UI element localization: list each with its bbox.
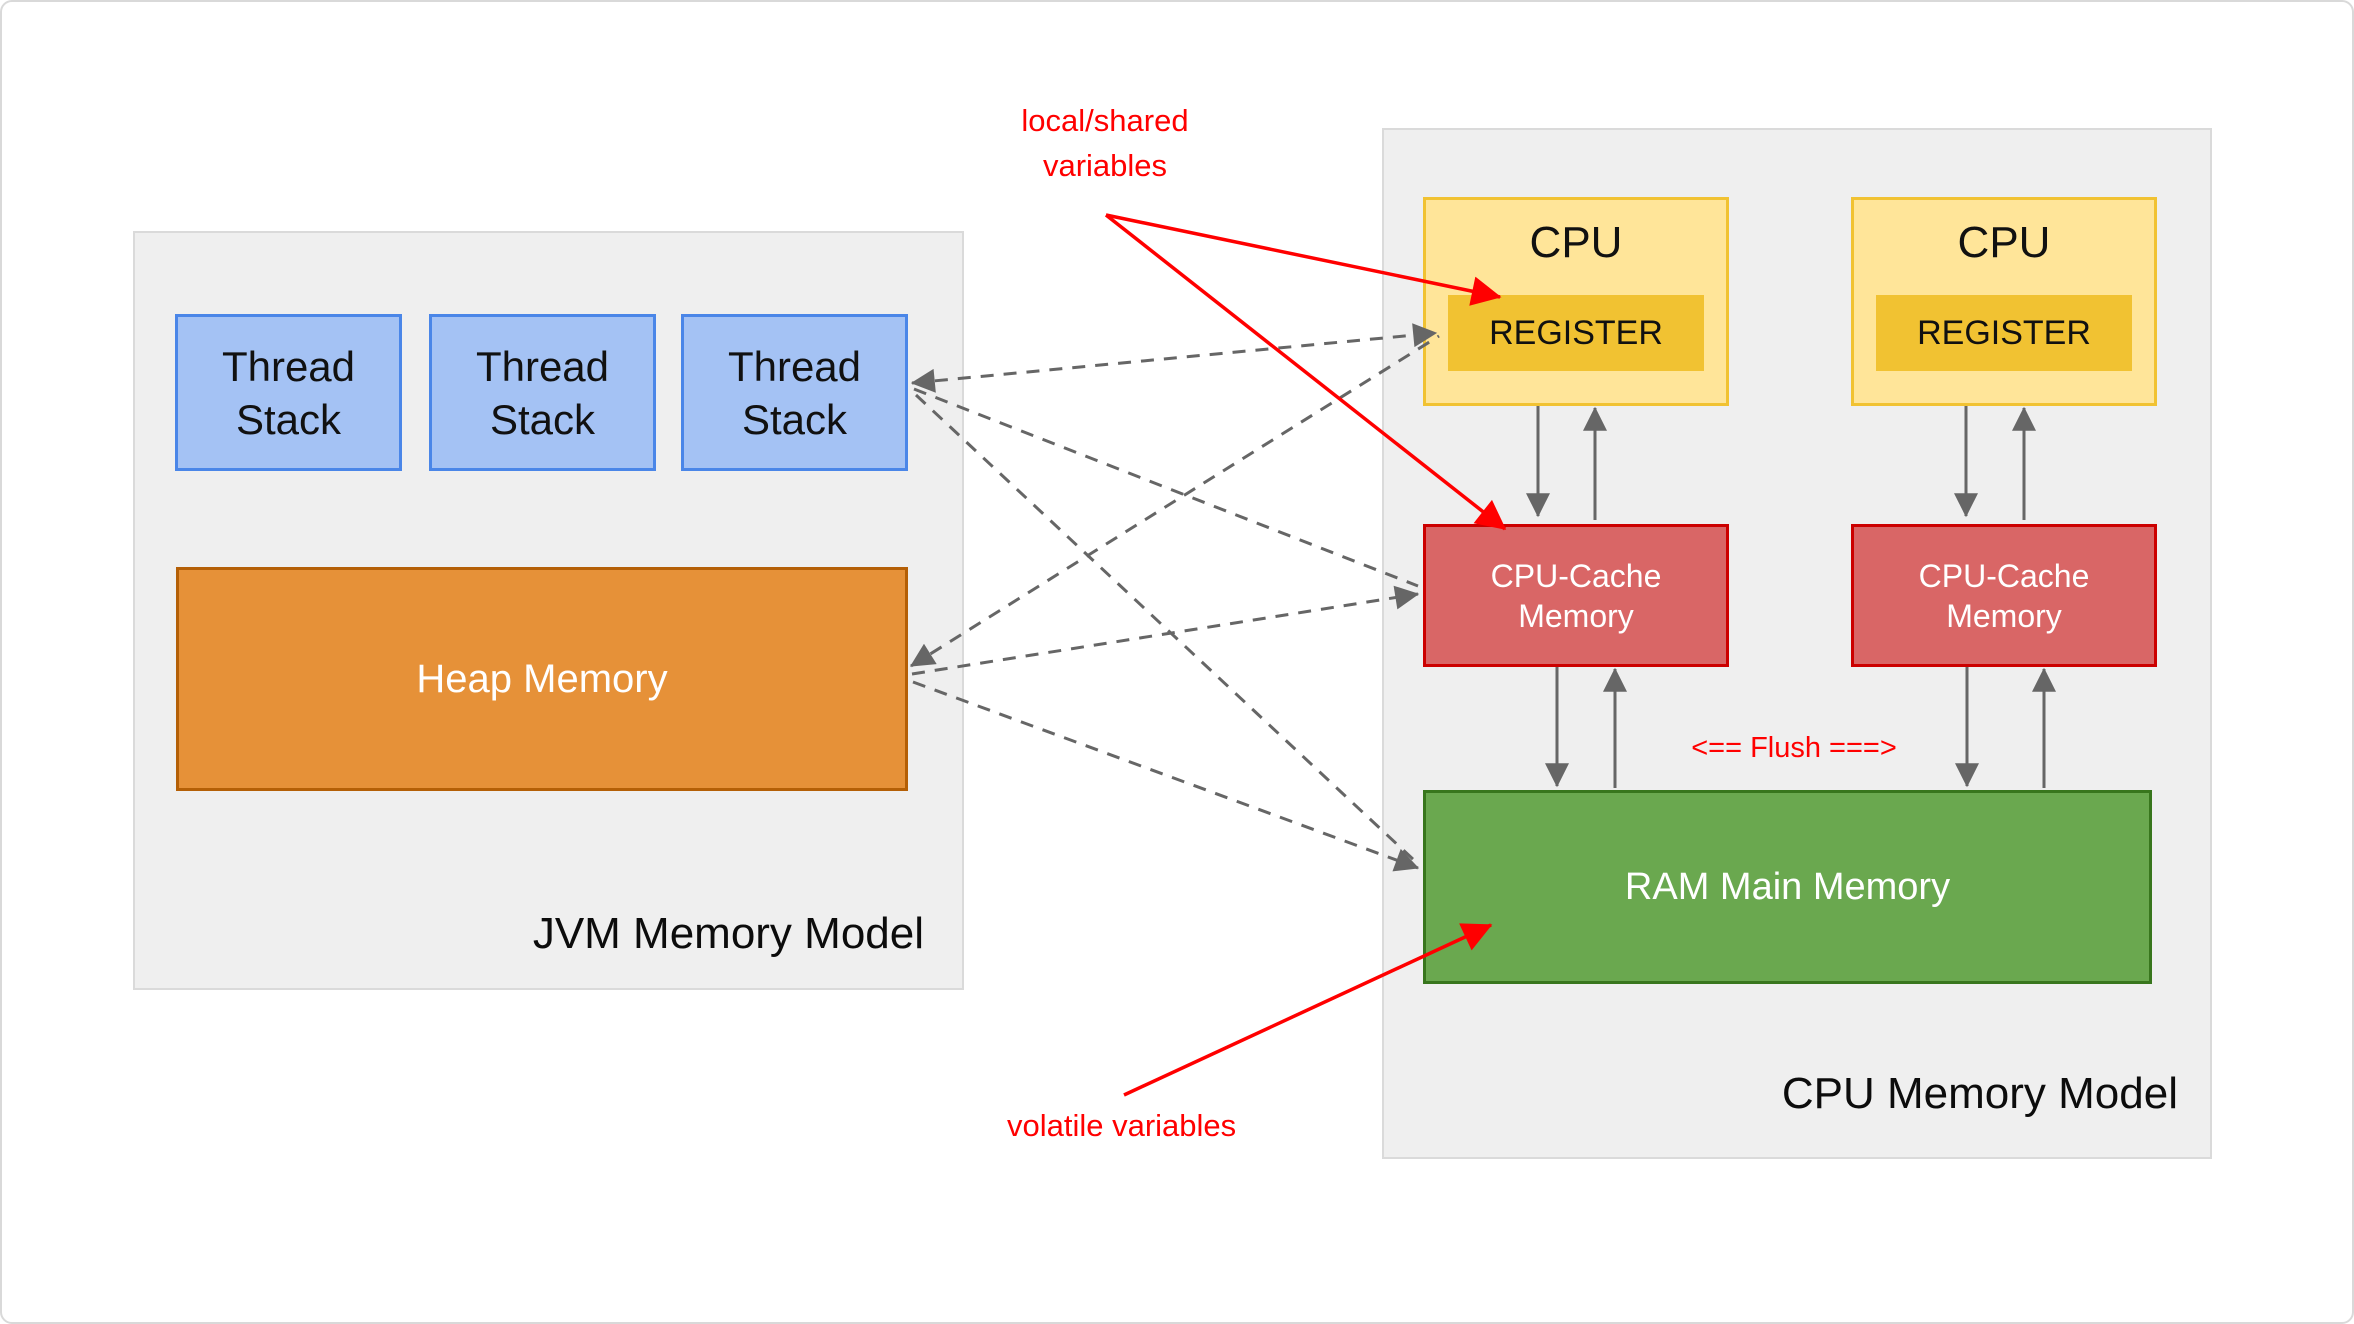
cpu-label: CPU (1957, 218, 2051, 267)
volatile-variables-annotation: volatile variables (1007, 1108, 1237, 1143)
thread-stack-label: Thread Stack (475, 342, 610, 443)
local-shared-variables-annotation: local/shared variables (1021, 103, 1189, 183)
cpu-cache-memory-box-2: CPU-Cache Memory (1851, 524, 2157, 667)
register-label: REGISTER (1489, 313, 1663, 352)
cpu-memory-model-container: CPU REGISTER CPU REGISTER CPU-Cache Memo… (1382, 128, 2212, 1159)
cpu-cache-memory-box-1: CPU-Cache Memory (1423, 524, 1729, 667)
thread-stack-box-2: Thread Stack (429, 314, 656, 471)
register-box-1: REGISTER (1448, 295, 1704, 371)
ram-label: RAM Main Memory (1624, 865, 1951, 908)
cpu-box-2: CPU REGISTER (1851, 197, 2157, 406)
jvm-memory-model-container: Thread Stack Thread Stack Thread Stack H… (133, 231, 964, 990)
thread-stack-label: Thread Stack (221, 342, 356, 443)
heap-memory-label: Heap Memory (416, 656, 668, 701)
thread-stack-label: Thread Stack (727, 342, 862, 443)
jvm-model-title: JVM Memory Model (532, 909, 924, 958)
thread-stack-box-3: Thread Stack (681, 314, 908, 471)
cpu-box-1: CPU REGISTER (1423, 197, 1729, 406)
cpu-cache-label: CPU-Cache Memory (1490, 557, 1662, 634)
cpu-model-title: CPU Memory Model (1781, 1069, 2178, 1118)
cpu-cache-label: CPU-Cache Memory (1918, 557, 2090, 634)
jvm-to-cpu-dashed-connectors (909, 323, 1440, 872)
register-label: REGISTER (1917, 313, 2091, 352)
heap-memory-box: Heap Memory (176, 567, 908, 791)
ram-main-memory-box: RAM Main Memory (1423, 790, 2152, 984)
cpu-label: CPU (1529, 218, 1623, 267)
register-box-2: REGISTER (1876, 295, 2132, 371)
thread-stack-box-1: Thread Stack (175, 314, 402, 471)
flush-annotation: <== Flush ===> (1691, 732, 1897, 764)
